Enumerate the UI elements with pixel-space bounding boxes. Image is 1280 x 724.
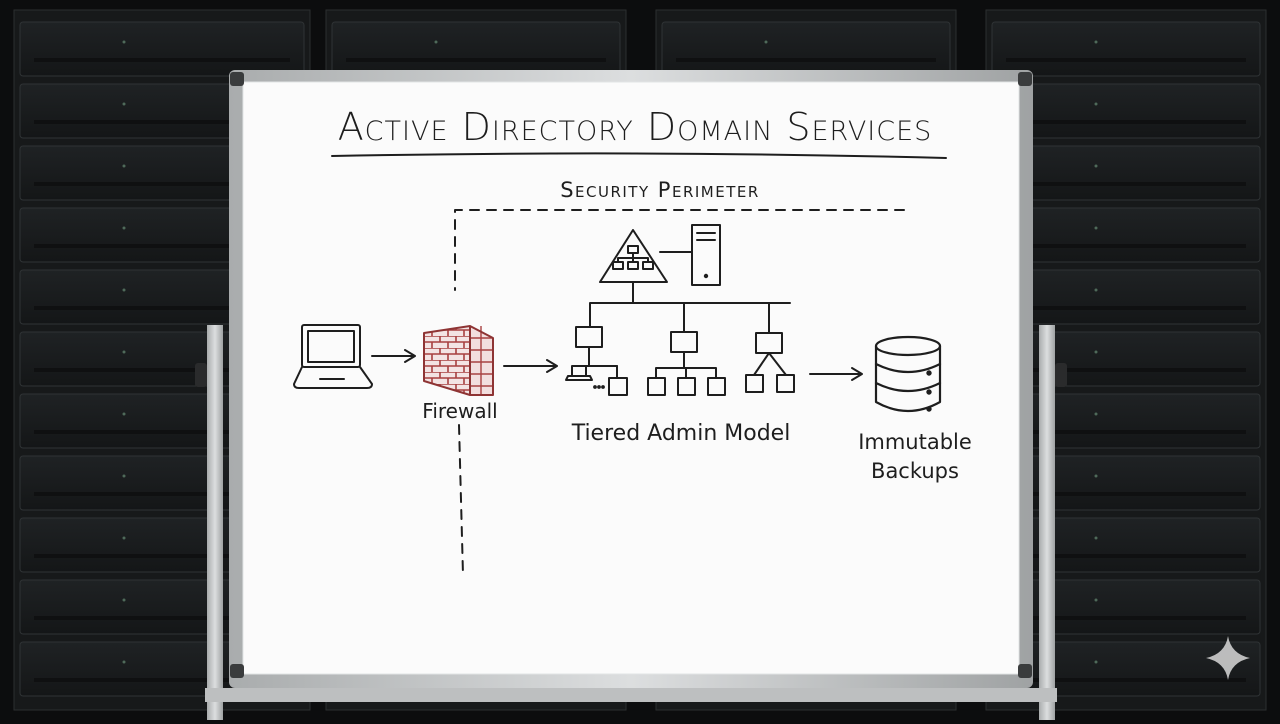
server-icon <box>691 224 721 286</box>
arrow-laptop-to-firewall <box>371 349 416 363</box>
firewall-label: Firewall <box>422 399 498 423</box>
arrow-firewall-to-admin <box>503 359 558 373</box>
immutable-backups-label: Immutable Backups <box>845 428 985 486</box>
laptop-icon <box>293 324 373 389</box>
title-underline <box>331 152 947 159</box>
diagram-title: Active Directory Domain Services <box>337 105 933 149</box>
sparkle-icon <box>1206 636 1250 680</box>
tiered-admin-model-label: Tiered Admin Model <box>571 421 791 446</box>
firewall-icon <box>423 325 494 396</box>
backups-label-line-1: Immutable <box>858 430 972 454</box>
security-perimeter-label: Security Perimeter <box>560 178 760 202</box>
database-icon <box>874 335 942 412</box>
security-perimeter-line <box>454 209 905 576</box>
org-chart-icon <box>565 281 795 396</box>
whiteboard-stand <box>195 325 1067 720</box>
backups-label-line-2: Backups <box>871 459 959 483</box>
arrow-admin-to-backups <box>809 367 863 381</box>
whiteboard <box>229 70 1033 688</box>
